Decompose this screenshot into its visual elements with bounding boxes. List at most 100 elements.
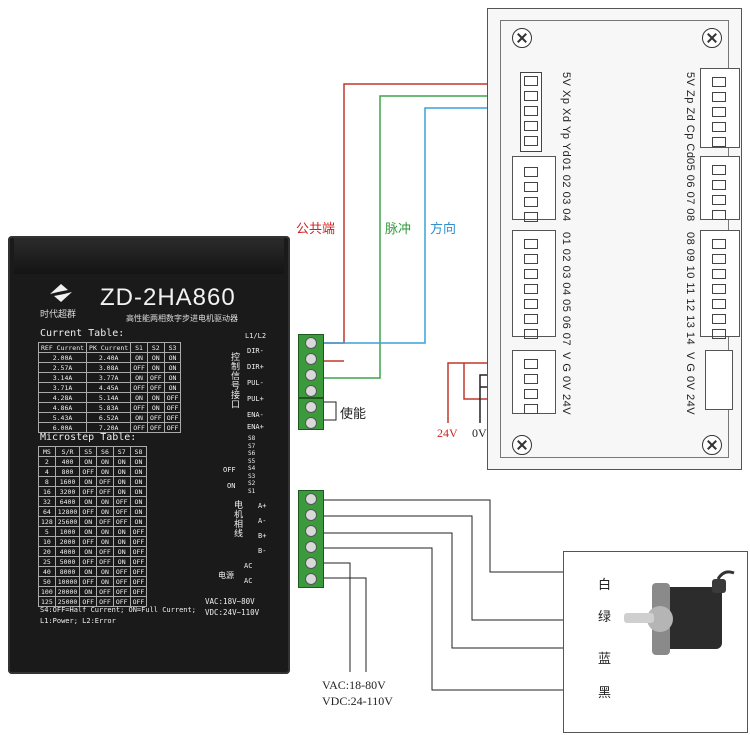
pulse-wire xyxy=(318,95,530,379)
motor-wire-a-minus xyxy=(322,515,595,621)
common-label: 公共端 xyxy=(296,222,336,237)
table-cell: OFF xyxy=(129,566,148,577)
table-cell: 2000 xyxy=(54,536,81,547)
board-label-in-left: 01 02 03 04 xyxy=(560,158,572,222)
table-cell: OFF xyxy=(146,422,165,433)
table-cell: 4.45A xyxy=(86,382,132,393)
table-cell: 12800 xyxy=(54,506,81,517)
table-cell: OFF xyxy=(112,566,131,577)
table-header: REF Current xyxy=(37,342,88,353)
table-cell: ON xyxy=(112,526,131,537)
pulse-label: 脉冲 xyxy=(385,222,412,237)
motor-wire-a-plus xyxy=(322,499,595,573)
table-cell: OFF xyxy=(96,476,114,487)
current-table-title: Current Table: xyxy=(40,328,125,339)
table-cell: OFF xyxy=(129,596,148,607)
table-cell: 5.83A xyxy=(86,402,132,413)
enable-bracket xyxy=(322,401,337,421)
switch-label: S1 xyxy=(248,487,256,495)
table-cell: ON xyxy=(129,466,148,477)
board-label-in-right: 05 06 07 08 xyxy=(684,158,696,222)
terminal-block-zc xyxy=(700,68,740,148)
table-cell: ON xyxy=(112,456,131,467)
off-label: OFF xyxy=(223,466,236,474)
table-cell: OFF xyxy=(146,382,165,393)
table-cell: ON xyxy=(96,466,114,477)
table-cell: 6.52A xyxy=(86,412,132,423)
table-cell: OFF xyxy=(112,576,131,587)
table-cell: ON xyxy=(79,566,98,577)
table-cell: 50 xyxy=(38,576,56,587)
table-cell: ON xyxy=(163,362,182,373)
table-cell: 7.20A xyxy=(86,422,132,433)
table-cell: 2 xyxy=(38,456,56,467)
direction-label: 方向 xyxy=(430,222,457,237)
screw-icon xyxy=(702,435,722,455)
table-header: S1 xyxy=(130,342,148,353)
table-cell: 10000 xyxy=(54,576,81,587)
table-cell: 3.77A xyxy=(86,372,132,383)
wire-color-black: 黑 xyxy=(598,686,612,701)
switch-label: S8 xyxy=(248,435,256,442)
table-cell: OFF xyxy=(96,486,114,497)
screw-icon xyxy=(702,28,722,48)
screw-icon xyxy=(512,28,532,48)
table-cell: 10 xyxy=(38,536,56,547)
stepper-motor-icon xyxy=(624,570,735,655)
table-header: S6 xyxy=(96,446,114,457)
table-cell: OFF xyxy=(163,412,182,423)
microstep-table-title: Microstep Table: xyxy=(40,432,137,443)
table-cell: OFF xyxy=(79,536,98,547)
supply-ac-label: VAC:18-80V xyxy=(322,678,386,692)
driver-vac: VAC:18V~80V xyxy=(205,597,255,606)
table-cell: OFF xyxy=(79,506,98,517)
table-cell: OFF xyxy=(129,586,148,597)
table-cell: 2.40A xyxy=(86,352,132,363)
table-cell: 1000 xyxy=(54,526,81,537)
pin-a-plus: A+ xyxy=(258,502,267,510)
table-cell: ON xyxy=(129,456,148,467)
table-cell: OFF xyxy=(163,422,182,433)
terminal-block-inputs-left xyxy=(512,156,556,220)
terminal-block-xy xyxy=(520,72,542,152)
motor-group-label: 电机相线 xyxy=(233,500,243,538)
table-header-row: REF Current PK Current S1 S2 S3 xyxy=(37,342,182,353)
table-cell: 25 xyxy=(38,556,56,567)
label-0v: 0V xyxy=(472,426,487,440)
direction-wire xyxy=(318,107,530,344)
terminal-block-inputs-right xyxy=(700,156,740,220)
table-cell: 4.86A xyxy=(37,402,88,413)
table-cell: OFF xyxy=(79,486,98,497)
terminal-block-power-left xyxy=(512,350,556,414)
terminal-pins xyxy=(709,162,729,225)
table-cell: ON xyxy=(96,526,114,537)
table-cell: ON xyxy=(96,536,114,547)
table-cell: ON xyxy=(163,372,182,383)
table-header: S/R xyxy=(54,446,81,457)
table-cell: 1600 xyxy=(54,476,81,487)
driver-model: ZD-2HA860 xyxy=(100,284,236,311)
board-label-zc: 5V Zp Zd Cp Cd xyxy=(684,72,696,159)
terminal-block-power-right xyxy=(705,350,733,410)
table-cell: 40 xyxy=(38,566,56,577)
table-cell: 16 xyxy=(38,486,56,497)
pin-pul-plus: PUL+ xyxy=(247,395,264,403)
table-cell: 100 xyxy=(38,586,56,597)
label-24v: 24V xyxy=(437,426,458,440)
table-header: MS xyxy=(38,446,56,457)
table-cell: OFF xyxy=(129,546,148,557)
board-label-pwr-left: V G 0V 24V xyxy=(560,352,572,416)
table-cell: ON xyxy=(129,476,148,487)
